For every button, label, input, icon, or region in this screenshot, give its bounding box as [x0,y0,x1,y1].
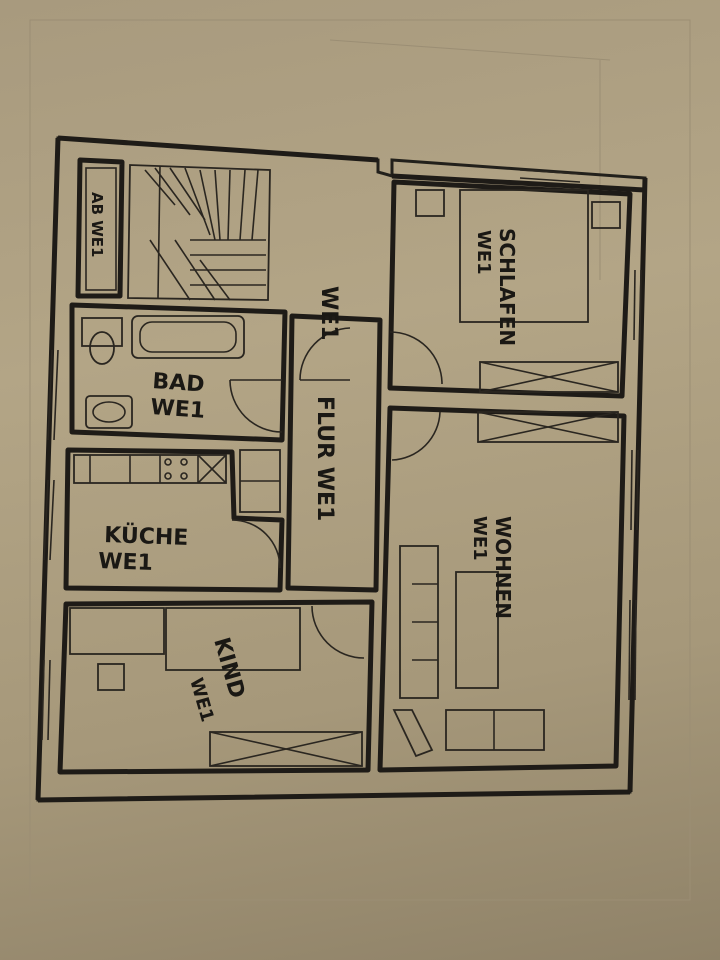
room-bad [69,302,288,443]
label-flur: FLUR WE1 [312,396,337,521]
label-wohnen-unit: WE1 [469,516,490,561]
paper-background-lines [29,19,691,901]
room-schlafen [387,179,633,399]
label-kind-unit: WE1 [185,676,218,725]
label-ab: AB WE1 [88,192,106,258]
room-ab [75,157,125,299]
room-kueche [63,447,285,593]
label-bad-name: BAD [152,369,206,398]
label-kueche-unit: WE1 [98,549,153,576]
room-flur [285,313,383,593]
label-kueche-name: KÜCHE [104,522,189,551]
staircase [127,164,271,301]
label-bad-unit: WE1 [150,395,206,424]
label-wohnen-name: WOHNEN [491,516,515,619]
label-we1-landing: WE1 [316,286,341,341]
label-schlafen-unit: WE1 [473,230,494,275]
room-wohnen [377,405,627,773]
outer-walls [35,135,648,803]
room-kind [57,599,375,775]
label-schlafen-name: SCHLAFEN [495,228,519,346]
label-kind-name: KIND [208,635,249,701]
